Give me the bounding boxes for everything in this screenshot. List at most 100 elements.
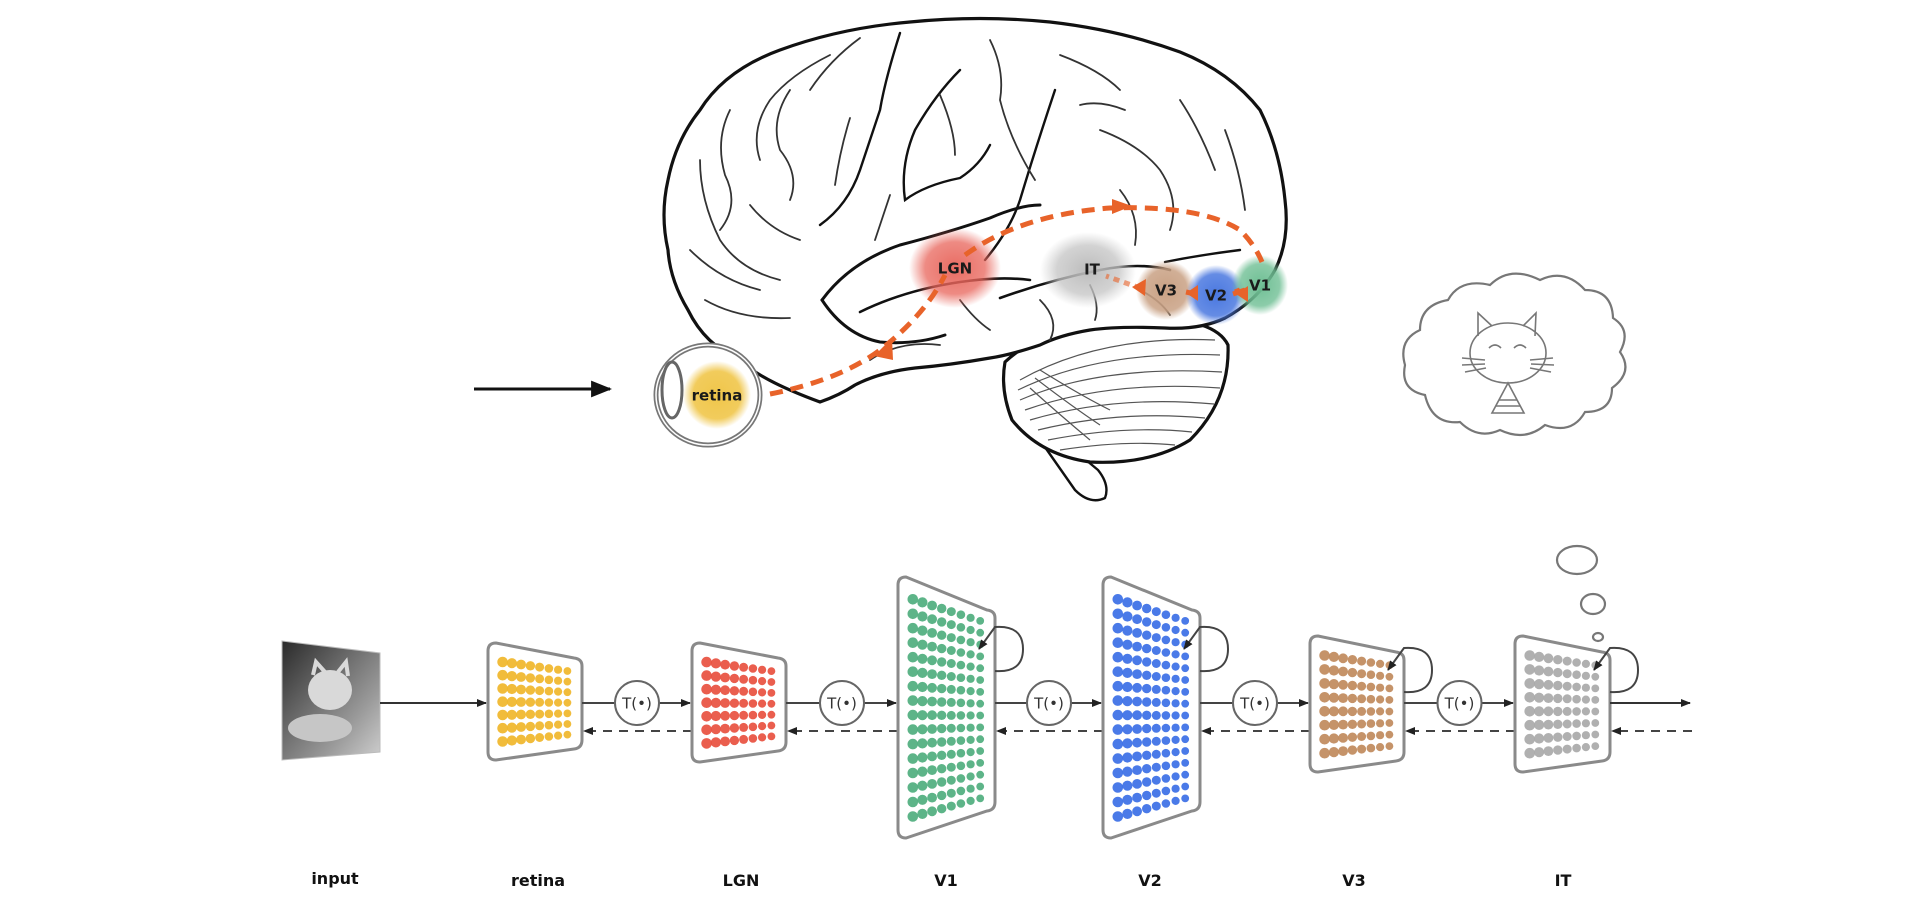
unit bbox=[1328, 747, 1339, 758]
unit bbox=[1151, 788, 1161, 798]
unit bbox=[1534, 719, 1545, 731]
unit bbox=[497, 709, 508, 721]
unit bbox=[1122, 597, 1133, 608]
unit bbox=[1376, 659, 1385, 669]
unit bbox=[1328, 706, 1339, 717]
unit bbox=[1319, 706, 1330, 717]
unit bbox=[535, 721, 545, 731]
unit bbox=[1319, 678, 1330, 689]
unit bbox=[976, 664, 985, 673]
unit bbox=[1161, 673, 1171, 682]
unit bbox=[927, 641, 937, 652]
unit bbox=[1122, 752, 1133, 763]
unit bbox=[1543, 679, 1554, 690]
unit bbox=[1171, 687, 1180, 696]
region-v1: V1 bbox=[1232, 255, 1288, 315]
unit bbox=[1319, 719, 1330, 731]
pathway-arrowheads bbox=[874, 199, 1248, 360]
unit bbox=[1151, 697, 1161, 707]
unit bbox=[1112, 767, 1124, 779]
unit bbox=[544, 709, 554, 719]
unit bbox=[1581, 743, 1590, 752]
unit bbox=[710, 697, 722, 709]
unit bbox=[1543, 719, 1554, 730]
unit bbox=[1181, 628, 1190, 637]
unit bbox=[1161, 660, 1171, 670]
unit bbox=[729, 661, 740, 671]
unit bbox=[701, 670, 712, 681]
unit bbox=[937, 737, 947, 747]
unit bbox=[976, 628, 985, 637]
unit bbox=[1338, 693, 1348, 703]
unit bbox=[710, 724, 722, 735]
eye: retina bbox=[653, 342, 763, 448]
unit bbox=[1524, 747, 1535, 759]
unit bbox=[701, 738, 712, 749]
unit bbox=[1171, 650, 1180, 659]
unit bbox=[1142, 804, 1152, 814]
unit bbox=[917, 653, 928, 664]
unit bbox=[946, 620, 956, 630]
unit bbox=[1338, 706, 1348, 717]
unit bbox=[917, 696, 928, 707]
unit bbox=[720, 736, 730, 747]
unit bbox=[927, 696, 937, 707]
unit bbox=[1142, 723, 1152, 734]
unit bbox=[1142, 764, 1152, 774]
unit bbox=[1553, 732, 1563, 742]
unit bbox=[1591, 742, 1600, 750]
unit bbox=[927, 655, 937, 666]
unit bbox=[1142, 683, 1152, 694]
unit bbox=[516, 672, 526, 682]
unit bbox=[516, 684, 526, 695]
unit bbox=[1161, 648, 1171, 657]
unit bbox=[1562, 732, 1572, 741]
unit bbox=[927, 600, 937, 611]
unit bbox=[1328, 733, 1339, 744]
unit bbox=[1161, 799, 1171, 808]
unit bbox=[937, 750, 947, 760]
unit bbox=[1524, 678, 1535, 689]
unit bbox=[535, 662, 545, 672]
unit bbox=[956, 774, 966, 783]
unit bbox=[1591, 719, 1600, 727]
layer-retina bbox=[486, 641, 584, 762]
unit bbox=[1562, 669, 1572, 679]
unit bbox=[1338, 679, 1348, 690]
unit bbox=[701, 724, 712, 736]
unit bbox=[1161, 711, 1171, 720]
input-image bbox=[281, 640, 381, 761]
unit bbox=[1572, 743, 1581, 753]
unit bbox=[729, 710, 740, 721]
unit bbox=[1524, 650, 1535, 661]
unit bbox=[1319, 747, 1330, 759]
unit bbox=[1122, 780, 1133, 791]
unit bbox=[966, 735, 975, 745]
unit bbox=[516, 709, 526, 720]
unit bbox=[1132, 655, 1142, 666]
unit bbox=[976, 688, 985, 696]
unit bbox=[1581, 671, 1590, 680]
unit bbox=[1151, 710, 1161, 720]
unit bbox=[710, 737, 722, 748]
unit bbox=[1122, 696, 1133, 707]
unit bbox=[739, 686, 749, 696]
unit bbox=[554, 720, 563, 729]
unit bbox=[1171, 613, 1180, 622]
unit bbox=[946, 788, 956, 798]
unit bbox=[976, 723, 985, 732]
unit bbox=[1347, 745, 1358, 755]
unit bbox=[748, 687, 758, 697]
unit bbox=[748, 722, 758, 732]
unit bbox=[1112, 753, 1124, 764]
region-v3: V3 bbox=[1136, 260, 1196, 320]
cerebrum-outline bbox=[662, 16, 1288, 404]
unit bbox=[748, 675, 758, 685]
unit bbox=[1591, 696, 1600, 704]
unit bbox=[1161, 748, 1171, 758]
unit bbox=[729, 698, 740, 708]
unit bbox=[937, 657, 947, 667]
unit bbox=[1366, 743, 1376, 753]
unit bbox=[1385, 672, 1394, 681]
unit bbox=[758, 677, 767, 686]
